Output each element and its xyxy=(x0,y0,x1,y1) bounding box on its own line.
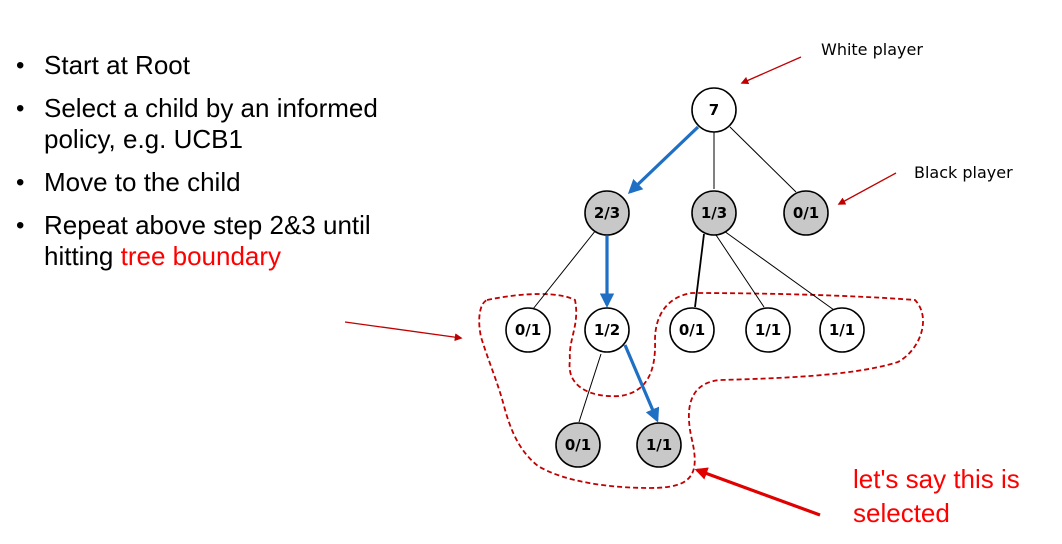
node-level1-right: 0/1 xyxy=(783,190,829,236)
edge-n2-3-to-l2-a xyxy=(532,229,597,310)
tree-boundary-outline xyxy=(478,292,924,489)
selected-callout: let's say this is selected xyxy=(853,464,1020,528)
black-player-label: Black player xyxy=(914,163,1013,182)
bullet-select-child: Select a child by an informed policy, e.… xyxy=(14,93,434,155)
node-root: 7 xyxy=(691,87,737,133)
edge-n1-3-to-l2-e xyxy=(723,230,835,311)
node-level2-d: 1/1 xyxy=(745,307,791,353)
node-level2-a: 0/1 xyxy=(505,307,551,353)
svg-text:0/1: 0/1 xyxy=(515,321,541,339)
svg-text:1/2: 1/2 xyxy=(594,321,620,339)
bullet-repeat-steps: Repeat above step 2&3 until hitting tree… xyxy=(14,210,434,272)
node-level1-left: 2/3 xyxy=(584,190,630,236)
edge-n1-3-to-l2-d xyxy=(715,234,765,308)
svg-text:2/3: 2/3 xyxy=(594,204,620,222)
bullet-move-to-child: Move to the child xyxy=(14,167,434,198)
svg-text:0/1: 0/1 xyxy=(679,321,705,339)
edge-root-to-n0-1 xyxy=(729,126,797,193)
edge-n1-3-to-l2-c xyxy=(694,233,705,308)
svg-text:1/3: 1/3 xyxy=(701,204,727,222)
boundary-pointer-arrow xyxy=(344,321,463,342)
tree-boundary-highlight: tree boundary xyxy=(120,241,282,271)
edge-l2-b-to-l3-a xyxy=(578,353,602,423)
node-level3-b-selected: 1/1 xyxy=(636,422,682,468)
node-level2-b: 1/2 xyxy=(584,307,630,353)
selection-arrow-1-2-to-1-1 xyxy=(623,344,660,423)
selected-pointer-arrow xyxy=(694,467,821,517)
node-level2-c: 0/1 xyxy=(669,307,715,353)
selection-arrow-root-to-2-3 xyxy=(627,125,700,194)
node-level2-e: 1/1 xyxy=(819,307,865,353)
node-level3-a: 0/1 xyxy=(555,422,601,468)
white-player-label: White player xyxy=(821,40,923,59)
svg-text:0/1: 0/1 xyxy=(565,436,591,454)
bullet-list: Start at Root Select a child by an infor… xyxy=(14,50,434,284)
svg-text:1/1: 1/1 xyxy=(646,436,672,454)
svg-text:1/1: 1/1 xyxy=(755,321,781,339)
bullet-start-at-root: Start at Root xyxy=(14,50,434,81)
svg-text:1/1: 1/1 xyxy=(829,321,855,339)
svg-text:0/1: 0/1 xyxy=(793,204,819,222)
black-player-pointer-arrow xyxy=(837,172,897,205)
svg-text:7: 7 xyxy=(709,101,719,119)
node-level1-middle: 1/3 xyxy=(691,190,737,236)
white-player-pointer-arrow xyxy=(740,56,802,85)
